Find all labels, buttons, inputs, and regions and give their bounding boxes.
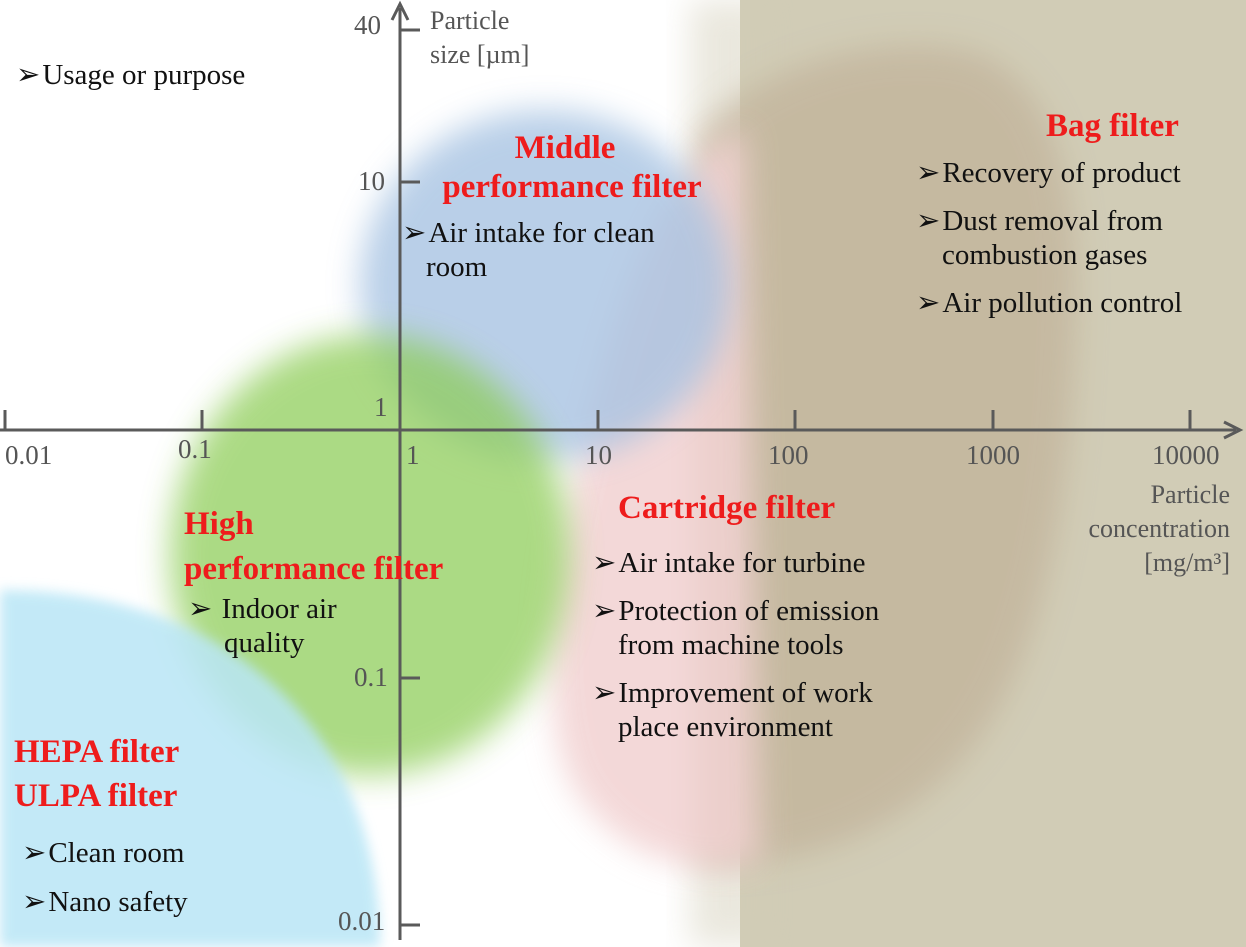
x-tick-label: 1000	[966, 440, 1020, 470]
bullet-arrow-icon: ➢	[22, 837, 47, 869]
bullet-arrow-icon: ➢	[916, 157, 941, 189]
x-tick-label: 100	[768, 440, 809, 470]
middle-filter-use: ➢Air intake for clean room	[402, 217, 655, 283]
y-tick-label: 10	[358, 166, 385, 196]
legend-text: Usage or purpose	[42, 59, 246, 91]
bullet-arrow-icon: ➢	[916, 205, 941, 237]
y-axis-title: Particle size [µm]	[430, 6, 530, 69]
bag-filter-title: Bag filter	[1046, 108, 1179, 144]
y-axis-arrowhead	[390, 0, 410, 21]
x-tick-label: 0.1	[178, 434, 212, 464]
y-tick-label: 0.01	[338, 906, 386, 936]
x-tick-label: 0.01	[5, 440, 53, 470]
bag-filter-region	[700, 46, 1076, 863]
hepa-filter-uses: ➢Clean room ➢Nano safety	[22, 837, 188, 918]
x-tick-label: 10	[585, 440, 612, 470]
y-tick-label: 40	[354, 10, 381, 40]
high-filter-uses: ➢ Indoor air quality	[188, 593, 337, 659]
hepa-filter-region	[0, 590, 380, 947]
x-axis-title: Particle concentration [mg/m³]	[1088, 480, 1231, 577]
middle-filter-title: Middle performance filter	[442, 130, 702, 205]
bullet-arrow-icon: ➢	[916, 287, 941, 319]
bullet-arrow-icon: ➢	[592, 595, 617, 627]
bullet-arrow-icon: ➢	[402, 217, 427, 249]
x-tick-label: 1	[406, 440, 420, 470]
y-tick-label: 1	[374, 392, 388, 422]
bullet-arrow-icon: ➢	[22, 886, 47, 918]
cartridge-filter-uses: ➢Air intake for turbine ➢Protection of e…	[592, 547, 880, 743]
legend: ➢Usage or purpose	[16, 58, 245, 92]
bag-filter-uses: ➢Recovery of product ➢Dust removal from …	[916, 157, 1183, 319]
y-tick-label: 0.1	[354, 662, 388, 692]
x-axis-arrowhead	[1223, 420, 1244, 440]
bullet-arrow-icon: ➢	[16, 59, 41, 91]
high-filter-region	[170, 335, 570, 775]
middle-filter-group: Middle performance filter ➢Air intake fo…	[400, 126, 740, 284]
bullet-arrow-icon: ➢	[592, 677, 617, 709]
cartridge-filter-title: Cartridge filter	[618, 490, 836, 526]
bullet-arrow-icon: ➢	[188, 593, 213, 625]
bullet-arrow-icon: ➢	[592, 547, 617, 579]
x-tick-label: 10000	[1152, 440, 1220, 470]
high-filter-title: High performance filter	[184, 506, 444, 587]
hepa-filter-title: HEPA filter ULPA filter	[14, 734, 180, 814]
